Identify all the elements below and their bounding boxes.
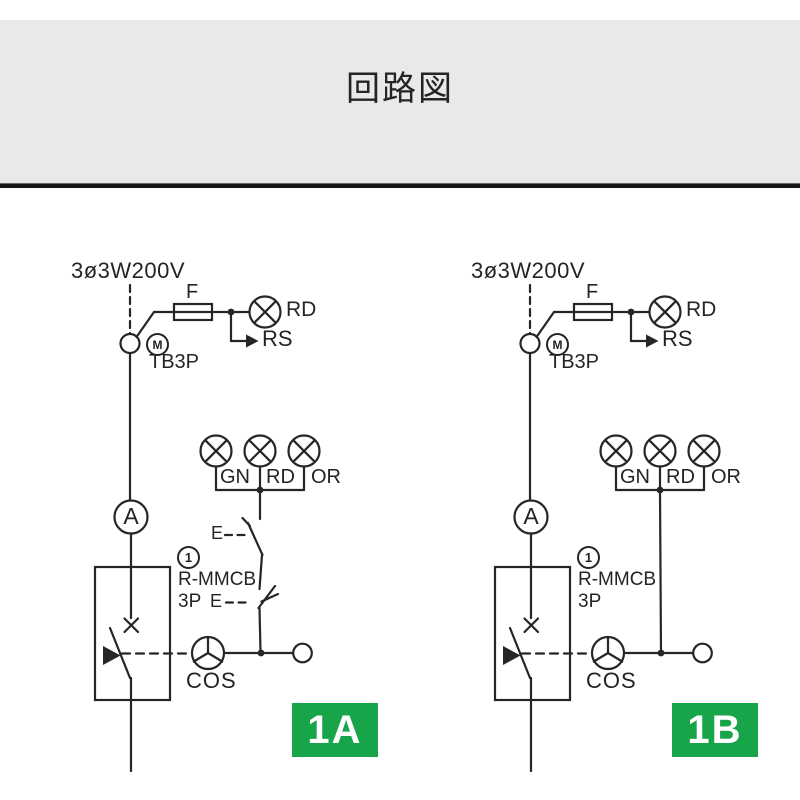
lamp-bus-drop-wire: [658, 490, 663, 653]
cos-label: COS: [586, 668, 637, 693]
ammeter-letter: A: [523, 503, 539, 529]
diagram-badge-1b: 1B: [672, 703, 758, 757]
aux-contacts-symbol: [223, 489, 280, 654]
breaker-name-label: R-MMCB: [578, 569, 657, 590]
diagram-badge-1a: 1A: [292, 703, 378, 757]
terminal-block-label: TB3P: [549, 351, 600, 373]
diagram-1a-lines: [95, 285, 320, 771]
lamp-label-or: OR: [311, 466, 341, 488]
breaker-ref-badge: 1: [177, 546, 200, 569]
motor-mark-icon: M: [546, 333, 569, 356]
breaker-name-label: R-MMCB: [178, 569, 257, 590]
aux-contact-label-2: E: [210, 591, 223, 611]
remote-signal-label: RS: [262, 326, 293, 351]
breaker-poles-label: 3P: [178, 591, 202, 612]
remote-signal-label: RS: [662, 326, 693, 351]
diagram-1b-lines: [495, 285, 720, 771]
ammeter-letter: A: [123, 503, 139, 529]
source-voltage-label: 3ø3W200V: [71, 258, 186, 283]
pilot-lamp-label: RD: [686, 298, 717, 321]
lamp-label-rd: RD: [266, 466, 295, 488]
header-band: [0, 20, 800, 183]
page-title: 回路図: [346, 70, 454, 108]
terminal-block-label: TB3P: [149, 351, 200, 373]
lamp-label-gn: GN: [620, 466, 650, 488]
pilot-lamp-label: RD: [286, 298, 317, 321]
breaker-poles-label: 3P: [578, 591, 602, 612]
lamp-label-gn: GN: [220, 466, 250, 488]
motor-mark-icon: M: [146, 333, 169, 356]
cos-label: COS: [186, 668, 237, 693]
source-voltage-label: 3ø3W200V: [471, 258, 586, 283]
fuse-label: F: [586, 281, 599, 303]
lamp-label-rd: RD: [666, 466, 695, 488]
fuse-label: F: [186, 281, 199, 303]
aux-contact-label-1: E: [211, 523, 224, 543]
header-divider-line: [0, 183, 800, 188]
breaker-ref-badge: 1: [577, 546, 600, 569]
lamp-label-or: OR: [711, 466, 741, 488]
